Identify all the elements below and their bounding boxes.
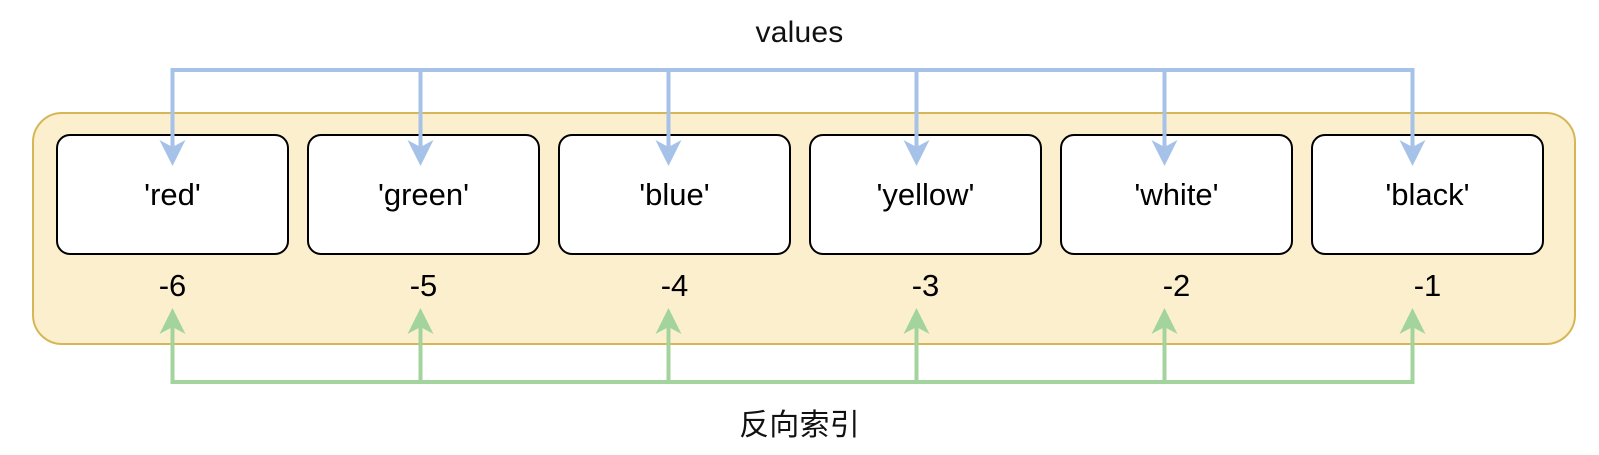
cell-value: 'black' (1385, 176, 1470, 212)
cell-row: 'red' 'green' 'blue' 'yellow' 'white' 'b… (56, 134, 1544, 255)
cell-value: 'white' (1134, 176, 1219, 212)
index-label: -1 (1413, 268, 1442, 303)
cell-value: 'red' (144, 176, 201, 212)
list-item: 'blue' (558, 134, 791, 255)
list-item: 'red' (56, 134, 289, 255)
index-row: -6 -5 -4 -3 -2 -1 (56, 266, 1544, 306)
cell-value: 'yellow' (876, 176, 975, 212)
values-label: values (755, 16, 844, 49)
index-label: -4 (660, 268, 689, 303)
cell-value: 'blue' (639, 176, 710, 212)
index-label: -5 (409, 268, 438, 303)
index-label: -2 (1162, 268, 1191, 303)
index-label: -6 (158, 268, 187, 303)
reverse-index-label: 反向索引 (739, 409, 860, 442)
cell-value: 'green' (377, 176, 470, 212)
list-item: 'yellow' (809, 134, 1042, 255)
list-item: 'green' (307, 134, 540, 255)
index-label: -3 (911, 268, 940, 303)
list-item: 'black' (1311, 134, 1544, 255)
list-item: 'white' (1060, 134, 1293, 255)
